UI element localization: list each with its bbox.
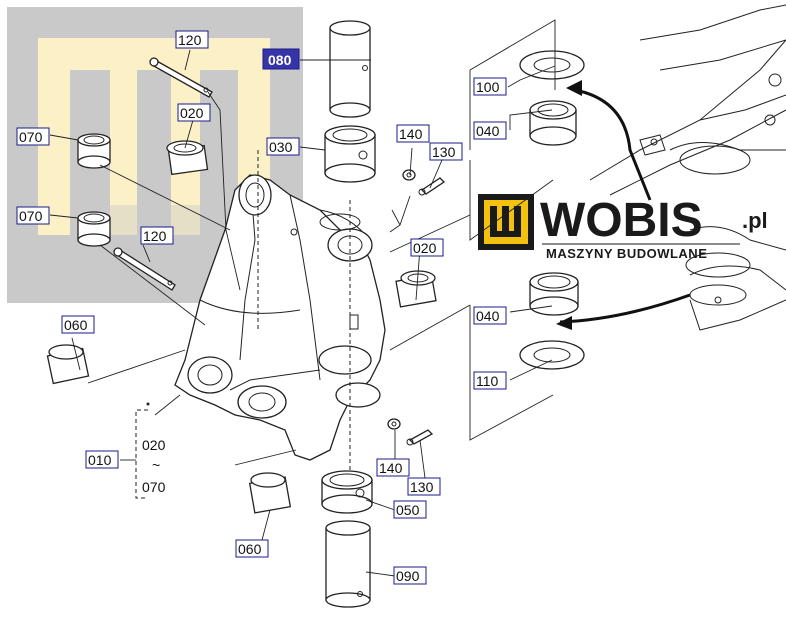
svg-text:030: 030 bbox=[269, 139, 293, 155]
washer-100 bbox=[519, 50, 585, 80]
pin-120-lower bbox=[113, 247, 176, 291]
svg-text:060: 060 bbox=[238, 541, 262, 557]
swing-bracket bbox=[174, 150, 386, 470]
label-030[interactable]: 030 bbox=[266, 137, 300, 156]
label-130-upper[interactable]: 130 bbox=[429, 142, 463, 161]
part-labels: 080 120 020 070 070 120 030 140 bbox=[16, 30, 507, 585]
svg-text:050: 050 bbox=[396, 502, 420, 518]
label-020-left[interactable]: 020 bbox=[177, 103, 211, 122]
label-080[interactable]: 080 bbox=[262, 48, 300, 70]
bushing-040-upper bbox=[529, 100, 577, 146]
washer-110 bbox=[519, 340, 585, 370]
svg-text:080: 080 bbox=[268, 52, 292, 68]
label-090[interactable]: 090 bbox=[393, 566, 427, 585]
label-110[interactable]: 110 bbox=[473, 371, 507, 390]
svg-text:140: 140 bbox=[379, 460, 403, 476]
wobis-domain: .pl bbox=[742, 208, 768, 233]
label-040-lower[interactable]: 040 bbox=[473, 306, 507, 325]
pin-080 bbox=[329, 20, 371, 118]
bushing-030 bbox=[324, 125, 376, 183]
bushing-070-lower bbox=[77, 211, 111, 247]
svg-text:120: 120 bbox=[178, 32, 202, 48]
range-from: 020 bbox=[142, 437, 166, 453]
wobis-brand: WOBIS bbox=[540, 194, 703, 247]
wobis-logo: WOBIS .pl MASZYNY BUDOWLANE bbox=[478, 194, 768, 261]
bushing-040-lower bbox=[529, 272, 579, 316]
label-070-lower[interactable]: 070 bbox=[16, 206, 50, 225]
svg-text:130: 130 bbox=[410, 479, 434, 495]
label-050[interactable]: 050 bbox=[393, 500, 427, 519]
svg-text:040: 040 bbox=[476, 123, 500, 139]
label-040-upper[interactable]: 040 bbox=[473, 121, 507, 140]
washer-140-lower bbox=[387, 418, 401, 430]
svg-text:100: 100 bbox=[476, 79, 500, 95]
label-140-lower[interactable]: 140 bbox=[376, 458, 410, 477]
cotter-pin-130-upper bbox=[418, 177, 446, 196]
label-060-left[interactable]: 060 bbox=[61, 315, 95, 334]
label-060-bottom[interactable]: 060 bbox=[235, 539, 269, 558]
svg-text:060: 060 bbox=[64, 317, 88, 333]
svg-text:120: 120 bbox=[143, 228, 167, 244]
svg-text:070: 070 bbox=[19, 208, 43, 224]
bushing-060-left bbox=[46, 344, 90, 385]
label-020-right[interactable]: 020 bbox=[410, 238, 444, 257]
label-120-upper[interactable]: 120 bbox=[175, 30, 209, 49]
bushing-060-bottom bbox=[248, 472, 292, 514]
bushing-050 bbox=[321, 470, 373, 514]
bushing-070-upper bbox=[77, 133, 111, 169]
label-070-upper[interactable]: 070 bbox=[16, 127, 50, 146]
label-140-upper[interactable]: 140 bbox=[396, 124, 430, 143]
svg-text:040: 040 bbox=[476, 308, 500, 324]
range-bracket bbox=[120, 402, 150, 499]
label-100[interactable]: 100 bbox=[473, 77, 507, 96]
leader-lines bbox=[49, 19, 556, 577]
bushing-020-right bbox=[395, 270, 437, 308]
washer-140-upper bbox=[402, 169, 416, 181]
pin-120-upper bbox=[149, 57, 213, 98]
range-to: 070 bbox=[142, 479, 166, 495]
svg-text:070: 070 bbox=[19, 129, 43, 145]
svg-text:010: 010 bbox=[88, 452, 112, 468]
svg-text:130: 130 bbox=[432, 144, 456, 160]
range-tilde: ~ bbox=[152, 457, 160, 473]
wobis-tagline: MASZYNY BUDOWLANE bbox=[546, 246, 707, 261]
label-010[interactable]: 010 bbox=[85, 450, 119, 469]
svg-text:140: 140 bbox=[399, 126, 423, 142]
label-120-lower[interactable]: 120 bbox=[140, 226, 174, 245]
bushing-020-left bbox=[166, 140, 209, 176]
pin-090 bbox=[325, 520, 371, 608]
machine-background-sketch bbox=[589, 4, 786, 331]
cotter-pin-130-lower bbox=[406, 429, 434, 446]
svg-text:020: 020 bbox=[413, 240, 437, 256]
svg-text:090: 090 bbox=[396, 568, 420, 584]
svg-text:110: 110 bbox=[476, 373, 499, 389]
label-130-lower[interactable]: 130 bbox=[407, 477, 441, 496]
svg-text:020: 020 bbox=[180, 105, 204, 121]
assembly-arrows bbox=[556, 80, 691, 330]
